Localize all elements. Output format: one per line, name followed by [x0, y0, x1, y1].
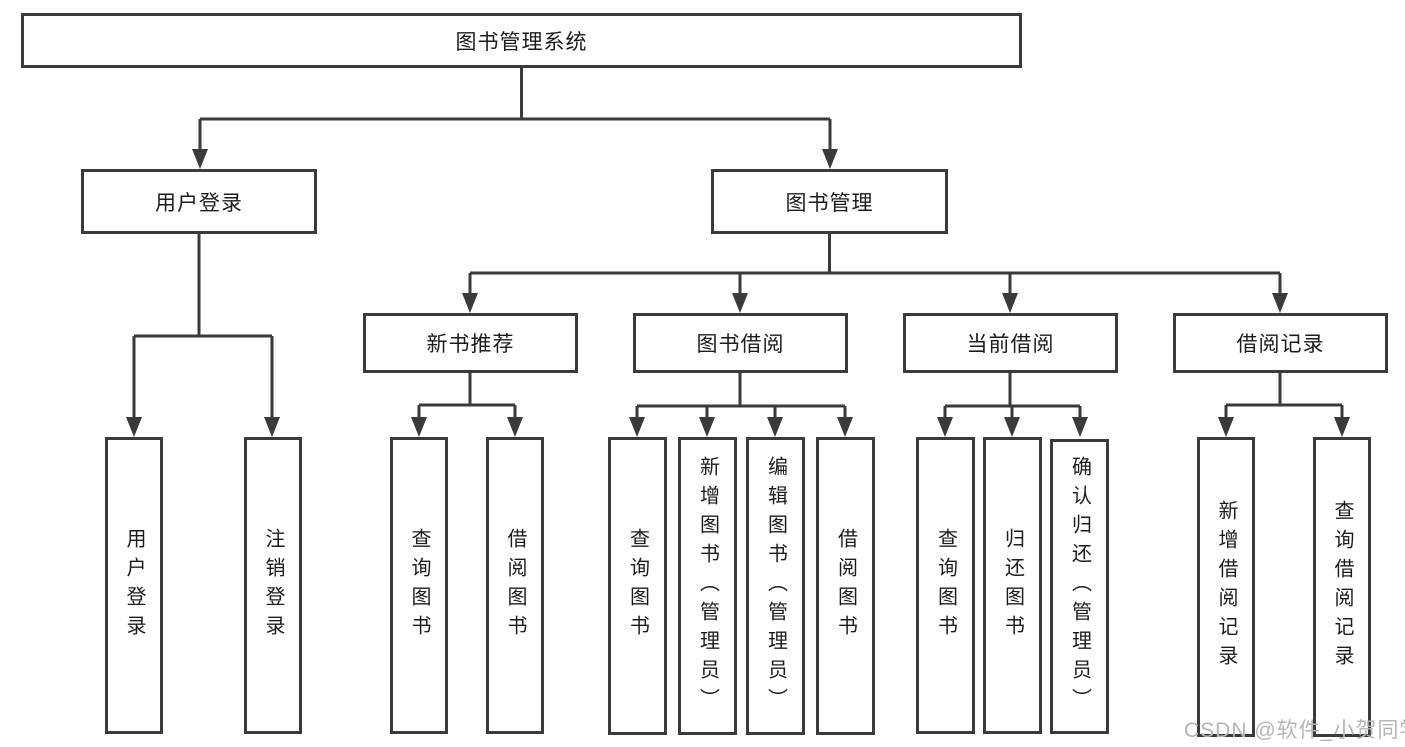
leaf-current-confirm-return-admin: 确认归还（管理员） [1050, 439, 1109, 734]
leaf-current-query-books: 查询图书 [916, 437, 975, 734]
leaf-borrowing-borrow-books-label: 借阅图书 [834, 528, 857, 644]
leaf-recommend-borrow-books: 借阅图书 [486, 437, 544, 734]
leaf-current-return-books-label: 归还图书 [1001, 527, 1024, 644]
leaf-logout-login-label: 注销登录 [262, 527, 284, 644]
leaf-user-login-label: 用户登录 [123, 527, 145, 644]
leaf-recommend-query-books-label: 查询图书 [408, 527, 430, 644]
leaf-borrowing-query-books: 查询图书 [608, 437, 667, 735]
leaf-current-confirm-return-admin-label: 确认归还（管理员） [1068, 456, 1091, 717]
leaf-records-add-borrow-record: 新增借阅记录 [1197, 437, 1255, 737]
leaf-borrowing-query-books-label: 查询图书 [626, 528, 649, 644]
leaf-recommend-query-books: 查询图书 [390, 437, 448, 734]
leaf-recommend-borrow-books-label: 借阅图书 [504, 527, 526, 644]
leaf-user-login: 用户登录 [105, 437, 163, 734]
leaf-current-return-books: 归还图书 [983, 437, 1042, 734]
node-library-management-system: 图书管理系统 [21, 13, 1022, 68]
node-book-management: 图书管理 [711, 169, 948, 234]
leaf-borrowing-borrow-books: 借阅图书 [816, 437, 875, 735]
node-current-borrowing: 当前借阅 [903, 313, 1118, 373]
csdn-watermark: CSDN @软件_小贺同学 [1184, 719, 1405, 742]
leaf-borrowing-add-books-admin: 新增图书（管理员） [678, 437, 737, 735]
leaf-current-query-books-label: 查询图书 [934, 527, 957, 644]
leaf-records-query-borrow-record: 查询借阅记录 [1313, 437, 1371, 737]
leaf-borrowing-edit-books-admin: 编辑图书（管理员） [746, 437, 805, 735]
node-borrowing-records: 借阅记录 [1173, 313, 1388, 373]
node-user-login: 用户登录 [81, 169, 317, 234]
node-book-borrowing: 图书借阅 [633, 313, 848, 373]
leaf-records-query-borrow-record-label: 查询借阅记录 [1331, 500, 1353, 674]
leaf-records-add-borrow-record-label: 新增借阅记录 [1215, 500, 1237, 674]
leaf-borrowing-edit-books-admin-label: 编辑图书（管理员） [764, 455, 787, 717]
node-new-book-recommendation: 新书推荐 [363, 313, 578, 373]
leaf-logout-login: 注销登录 [244, 437, 302, 734]
leaf-borrowing-add-books-admin-label: 新增图书（管理员） [696, 455, 719, 717]
